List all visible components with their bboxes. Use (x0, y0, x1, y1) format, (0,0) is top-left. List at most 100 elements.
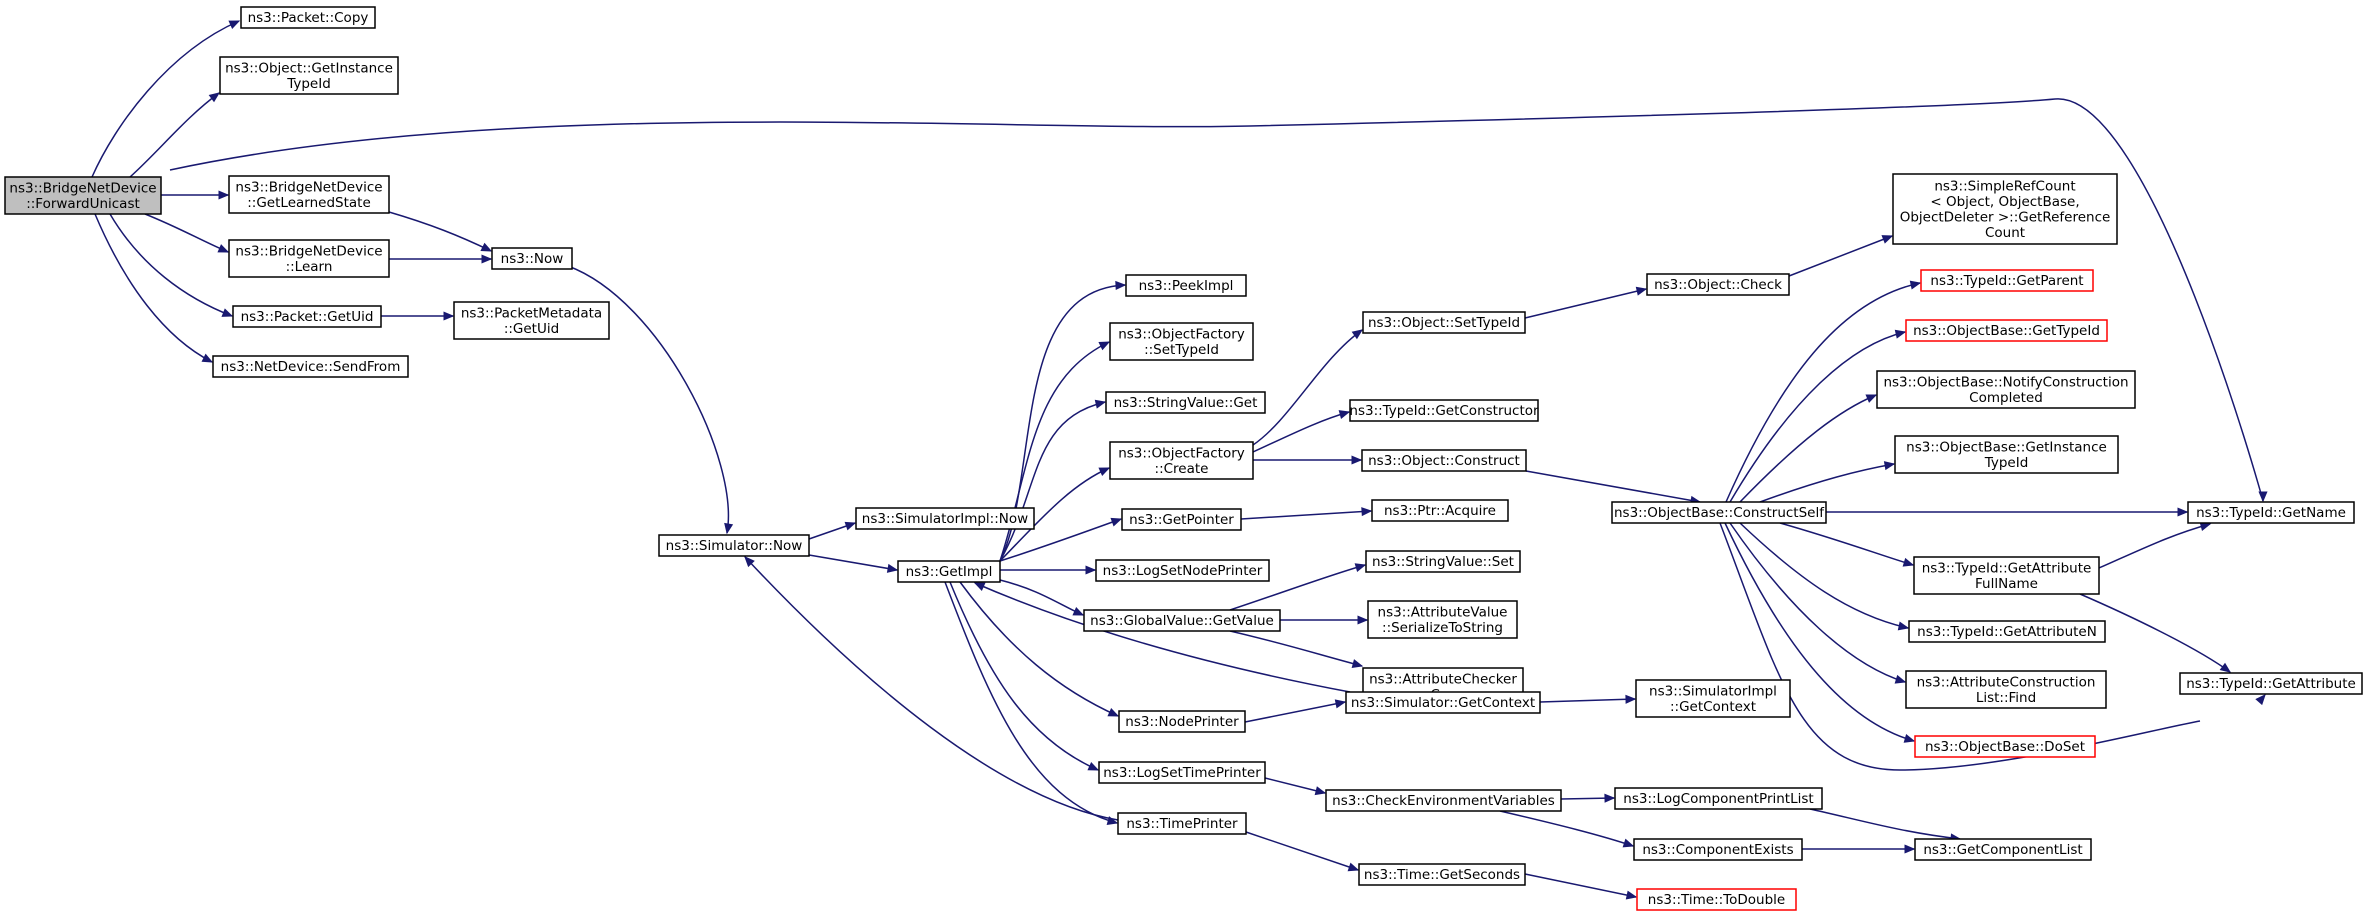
edge-line (1779, 522, 1914, 566)
edge-getpointer-to-ptr-acquire (1240, 507, 1373, 520)
edge-line (129, 92, 220, 178)
edge-line (1499, 810, 1634, 847)
node-pkt-uid[interactable]: ns3::Packet::GetUid (232, 305, 382, 328)
node-label: ns3::SimulatorImpl::Now (862, 511, 1028, 527)
node-label: ::Learn (286, 259, 333, 275)
node-nd-sendfrom[interactable]: ns3::NetDevice::SendFrom (212, 355, 409, 378)
node-label: ns3::CheckEnvironmentVariables (1332, 793, 1555, 809)
node-getcomplist[interactable]: ns3::GetComponentList (1914, 838, 2092, 861)
node-label: ns3::PeekImpl (1139, 278, 1234, 294)
node-now[interactable]: ns3::Now (491, 247, 573, 270)
arrowhead (744, 556, 755, 568)
arrowhead (1354, 563, 1367, 572)
node-src-getref[interactable]: ns3::SimpleRefCount< Object, ObjectBase,… (1892, 173, 2118, 245)
node-tid-getattrn[interactable]: ns3::TypeId::GetAttributeN (1908, 620, 2106, 643)
arrowhead (1110, 517, 1123, 527)
node-gv-getvalue[interactable]: ns3::GlobalValue::GetValue (1083, 609, 1281, 632)
node-label: ns3::TypeId::GetAttribute (1922, 560, 2092, 576)
node-sv-set[interactable]: ns3::StringValue::Set (1365, 550, 1521, 573)
node-ob-doset[interactable]: ns3::ObjectBase::DoSet (1914, 735, 2096, 758)
node-root[interactable]: ns3::BridgeNetDevice::ForwardUnicast (4, 176, 162, 215)
arrowhead (1903, 734, 1916, 743)
edge-getimpl-to-lsnp (1000, 565, 1097, 575)
node-label: ::GetLearnedState (247, 195, 371, 211)
node-compexists[interactable]: ns3::ComponentExists (1633, 838, 1803, 861)
arrowhead (1115, 280, 1127, 290)
node-time-getsec[interactable]: ns3::Time::GetSeconds (1358, 863, 1526, 886)
node-label: ns3::LogComponentPrintList (1623, 791, 1813, 807)
node-label: ns3::NodePrinter (1125, 714, 1239, 730)
node-ob-gettype[interactable]: ns3::ObjectBase::GetTypeId (1905, 319, 2108, 342)
node-sim-getctx[interactable]: ns3::Simulator::GetContext (1345, 691, 1541, 714)
node-peekimpl[interactable]: ns3::PeekImpl (1125, 274, 1247, 297)
edge-line (1229, 564, 1366, 611)
arrowhead (1894, 329, 1907, 339)
node-label: ::ForwardUnicast (26, 196, 140, 212)
node-obj-construct[interactable]: ns3::Object::Construct (1361, 449, 1527, 472)
node-label: ns3::TypeId::GetAttributeN (1917, 624, 2097, 640)
edge-line (91, 20, 240, 178)
node-box (855, 507, 1035, 530)
node-obj-check[interactable]: ns3::Object::Check (1646, 273, 1790, 296)
node-box (1083, 609, 1281, 632)
node-getpointer[interactable]: ns3::GetPointer (1121, 508, 1242, 531)
node-timeprinter[interactable]: ns3::TimePrinter (1117, 812, 1247, 835)
node-label: ::GetUid (504, 321, 559, 337)
arrowhead (1351, 659, 1364, 669)
node-tid-getname[interactable]: ns3::TypeId::GetName (2187, 501, 2355, 524)
node-ptr-acquire[interactable]: ns3::Ptr::Acquire (1371, 499, 1509, 522)
edge-getimpl-to-nodeprinter (959, 581, 1120, 717)
node-ob-notify[interactable]: ns3::ObjectBase::NotifyConstructionCompl… (1876, 370, 2136, 409)
edge-line (1524, 873, 1637, 898)
node-box (1920, 269, 2094, 292)
node-bnd-learn[interactable]: ns3::BridgeNetDevice::Learn (228, 239, 390, 278)
node-cev[interactable]: ns3::CheckEnvironmentVariables (1325, 789, 1562, 812)
node-lstp[interactable]: ns3::LogSetTimePrinter (1098, 761, 1266, 784)
node-box (1125, 274, 1247, 297)
edge-root-to-pkt-uid (109, 213, 234, 317)
node-time-todouble[interactable]: ns3::Time::ToDouble (1636, 888, 1797, 911)
edge-of-create-to-tid-getctor (1252, 410, 1351, 453)
node-obj-settype[interactable]: ns3::Object::SetTypeId (1362, 311, 1526, 334)
arrowhead (1635, 286, 1648, 296)
node-label: ns3::TypeId::GetName (2196, 505, 2346, 521)
node-getimpl[interactable]: ns3::GetImpl (897, 560, 1001, 583)
node-box (1121, 508, 1242, 531)
node-box (1105, 391, 1266, 414)
node-label: ns3::Object::Check (1654, 277, 1782, 293)
node-simimpl-now[interactable]: ns3::SimulatorImpl::Now (855, 507, 1035, 530)
node-simimpl-ctx[interactable]: ns3::SimulatorImpl::GetContext (1635, 679, 1791, 718)
node-ob-cself[interactable]: ns3::ObjectBase::ConstructSelf (1611, 501, 1827, 524)
node-tid-getattr[interactable]: ns3::TypeId::GetAttribute (2179, 672, 2363, 695)
node-av-ser[interactable]: ns3::AttributeValue::SerializeToString (1367, 600, 1518, 639)
node-of-settype[interactable]: ns3::ObjectFactory::SetTypeId (1109, 322, 1254, 361)
node-label: < Object, ObjectBase, (1930, 194, 2079, 210)
node-label: ns3::ObjectBase::GetInstance (1906, 439, 2107, 455)
node-lcpl[interactable]: ns3::LogComponentPrintList (1614, 787, 1823, 810)
node-label: ns3::ObjectFactory (1118, 445, 1245, 461)
node-bnd-learned[interactable]: ns3::BridgeNetDevice::GetLearnedState (228, 175, 390, 214)
node-sv-get[interactable]: ns3::StringValue::Get (1105, 391, 1266, 414)
node-tid-getctor[interactable]: ns3::TypeId::GetConstructor (1349, 399, 1539, 422)
node-label: ns3::GetPointer (1129, 512, 1234, 528)
node-of-create[interactable]: ns3::ObjectFactory::Create (1109, 441, 1254, 480)
node-pkt-copy[interactable]: ns3::Packet::Copy (240, 6, 376, 29)
arrowhead (1098, 467, 1111, 476)
node-box (1117, 812, 1247, 835)
node-label: FullName (1975, 576, 2038, 592)
node-nodeprinter[interactable]: ns3::NodePrinter (1118, 710, 1246, 733)
node-pm-uid[interactable]: ns3::PacketMetadata::GetUid (453, 301, 610, 340)
edge-line (959, 581, 1119, 717)
node-box (2179, 672, 2363, 695)
arrowhead (973, 582, 986, 591)
edge-pkt-uid-to-pm-uid (381, 311, 455, 321)
node-lsnp[interactable]: ns3::LogSetNodePrinter (1095, 559, 1270, 582)
arrowhead (844, 521, 857, 531)
node-sim-now[interactable]: ns3::Simulator::Now (658, 534, 810, 557)
node-tid-getparent[interactable]: ns3::TypeId::GetParent (1920, 269, 2094, 292)
edge-line (1725, 282, 1921, 503)
